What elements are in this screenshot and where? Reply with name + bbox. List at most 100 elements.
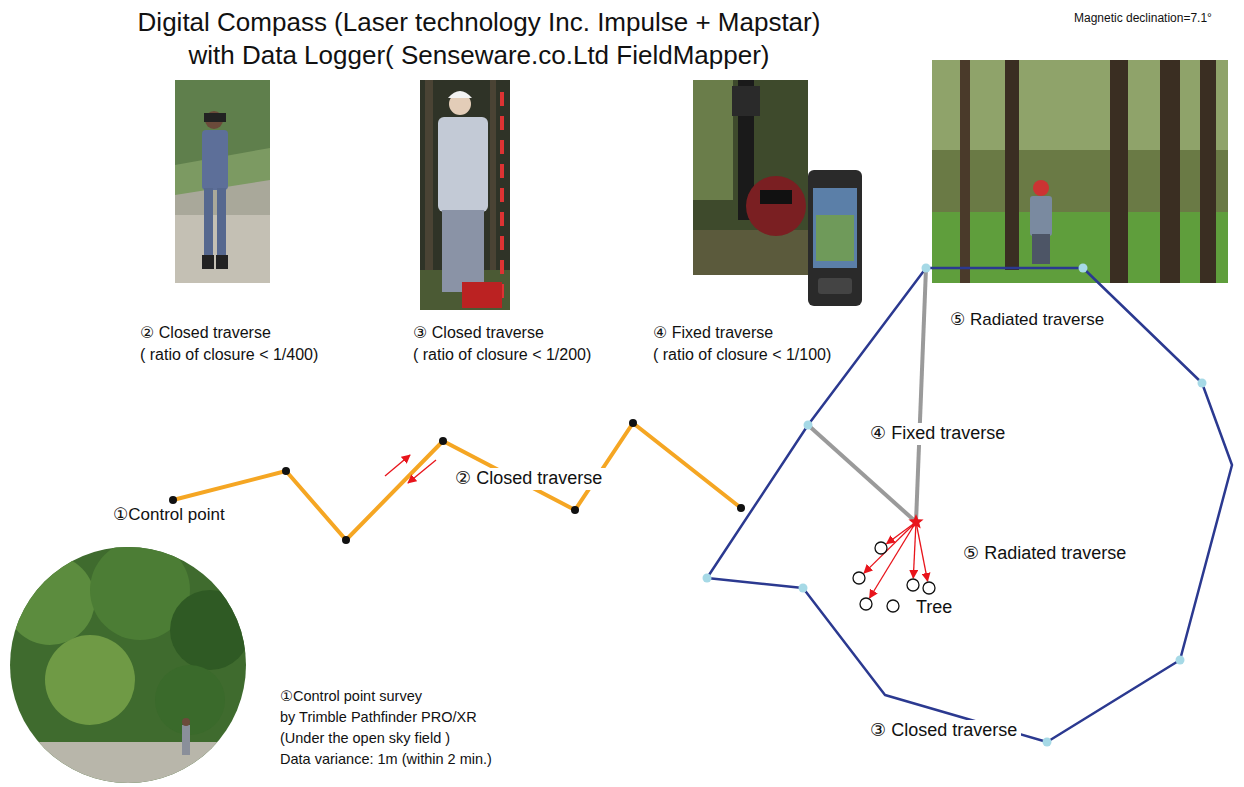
traverse-label: ③ Closed traverse: [866, 720, 1021, 742]
compass-device: [204, 113, 226, 122]
text-line: ④ Fixed traverse: [870, 423, 1005, 445]
traverse-point: [1176, 656, 1185, 665]
tree-crown: [5, 555, 95, 645]
traverse-point: [737, 504, 745, 512]
logger-map: [816, 215, 854, 261]
logger-screen: [813, 188, 857, 268]
backpack: [746, 176, 806, 236]
text-line: ③ Closed traverse: [870, 720, 1017, 742]
person-legs: [442, 210, 484, 292]
person-head: [182, 718, 190, 726]
person-body: [202, 130, 228, 190]
person-legs: [1032, 234, 1050, 264]
traverse-label: ④ Fixed traverse: [866, 423, 1009, 445]
traverse-label: ② Closed traverse: [451, 468, 606, 490]
text-line: ①Control point survey: [280, 686, 492, 707]
text-line: ( ratio of closure < 1/200): [413, 344, 591, 366]
text-line: ② Closed traverse: [455, 468, 602, 490]
direction-arrow: [408, 460, 436, 483]
text-line: ③ Closed traverse: [413, 322, 591, 344]
traverse-point: [571, 506, 579, 514]
radiation-arrow: [916, 522, 928, 581]
radiation-arrows: [864, 522, 928, 598]
text-line: ( ratio of closure < 1/400): [140, 344, 318, 366]
photo-forest: [693, 80, 808, 275]
tree-trunk: [1110, 60, 1128, 283]
diagram-title: Digital Compass (Laser technology Inc. I…: [138, 6, 821, 73]
text-line: ④ Fixed traverse: [653, 322, 831, 344]
control-point-label: ①Control point: [113, 505, 225, 525]
traverse-point: [169, 496, 177, 504]
traverse-point: [799, 584, 808, 593]
backpack-strap: [760, 190, 792, 204]
station-star: [908, 514, 923, 529]
traverse-point: [629, 419, 637, 427]
tree-trunk: [1005, 60, 1019, 270]
logger-body: [808, 170, 862, 306]
survey-pole: [500, 92, 504, 308]
person-cap: [448, 91, 472, 98]
person-boot: [216, 255, 228, 269]
text-line: ② Closed traverse: [140, 322, 318, 344]
tree-symbol: [875, 542, 887, 554]
tree-symbol: [853, 572, 865, 584]
photo-ground: [693, 230, 808, 275]
survey-note: ①Control point survey by Trimble Pathfin…: [280, 686, 492, 770]
declination-note: Magnetic declination=7.1°: [1074, 11, 1212, 25]
traverse-point: [703, 574, 712, 583]
traverse-label: ⑤ Radiated traverse: [963, 543, 1126, 565]
radiation-arrow: [887, 522, 916, 544]
text-line: ( ratio of closure < 1/100): [653, 344, 831, 366]
photo-instrument: [693, 80, 808, 275]
radiation-arrow: [913, 522, 916, 578]
photo-ground: [175, 80, 270, 283]
person-leg: [217, 188, 226, 258]
instrument-head: [732, 86, 760, 116]
text-line: with Data Logger( Senseware.co.Ltd Field…: [138, 39, 821, 72]
photo-canopy: [932, 60, 1228, 150]
tree-symbol: [907, 579, 919, 591]
text-line: ⑤ Radiated traverse: [963, 543, 1126, 565]
photo-caption: ③ Closed traverse ( ratio of closure < 1…: [413, 322, 591, 365]
photo-control-point: [5, 540, 250, 787]
tree-symbol: [887, 600, 899, 612]
photo-foliage: [693, 80, 733, 200]
traverse-polygon: [707, 268, 1232, 742]
tree-crown: [45, 635, 135, 725]
tree-symbol: [923, 582, 935, 594]
traverse-point: [922, 264, 931, 273]
text-line: Data variance: 1m (within 2 min.): [280, 749, 492, 770]
traverse-line: [173, 423, 741, 540]
fixed-traverse-line: [916, 268, 926, 522]
photo-ground: [932, 212, 1228, 283]
traverse-points: [703, 264, 1207, 747]
data-logger-photo: [808, 170, 862, 306]
text-line: (Under the open sky field ): [280, 728, 492, 749]
tree-trunk: [1200, 60, 1216, 283]
photo-forest: [932, 60, 1228, 283]
traverse-point: [282, 467, 290, 475]
person-body: [1030, 196, 1052, 236]
traverse-points: [169, 419, 745, 544]
photo-caption: ② Closed traverse ( ratio of closure < 1…: [140, 322, 318, 365]
tree-trunk: [960, 60, 970, 283]
photo-caption: ④ Fixed traverse ( ratio of closure < 1/…: [653, 322, 831, 365]
traverse-point: [1198, 379, 1207, 388]
person-body: [438, 117, 488, 212]
traverse-point: [1043, 738, 1052, 747]
tree-crown: [155, 665, 225, 735]
photo-caption: ⑤ Radiated traverse: [950, 310, 1104, 330]
tree-label: Tree: [916, 597, 952, 619]
text-line: by Trimble Pathfinder PRO/XR: [280, 707, 492, 728]
bag: [462, 282, 502, 308]
direction-arrow: [385, 455, 410, 476]
text-line: Tree: [916, 597, 952, 619]
traverse-point: [1079, 264, 1088, 273]
traverse-point: [439, 437, 447, 445]
photo-surveyor-pole: [420, 80, 510, 310]
traverse-point: [342, 536, 350, 544]
person-head: [1033, 180, 1049, 196]
tree-crown: [170, 590, 250, 670]
